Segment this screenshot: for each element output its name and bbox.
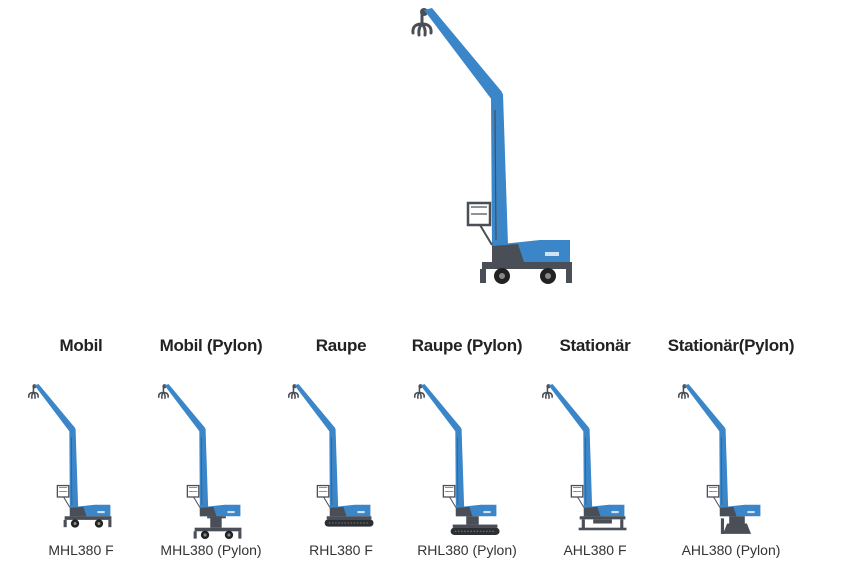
- variant-model: AHL380 (Pylon): [681, 542, 781, 558]
- variant-image: [666, 380, 796, 565]
- variant-title: Stationär(Pylon): [667, 336, 795, 355]
- hero-machine-image: [400, 0, 580, 300]
- variant-image: [16, 380, 146, 565]
- variant-model: MHL380 (Pylon): [160, 542, 262, 558]
- variant-stationaer[interactable]: Stationär AHL380 F: [530, 330, 660, 565]
- stationary-material-handler-icon: [541, 384, 627, 531]
- variant-model: RHL380 F: [309, 542, 373, 558]
- variant-mobil[interactable]: Mobil MHL380 F: [16, 330, 146, 565]
- crawler-material-handler-icon: [287, 384, 374, 527]
- variant-stationaer-pylon[interactable]: Stationär(Pylon) AHL380 (Pylon): [666, 330, 796, 565]
- variant-image: [402, 380, 532, 565]
- mobile-material-handler-icon: [27, 384, 112, 528]
- variant-image: [146, 380, 276, 565]
- variant-mobil-pylon[interactable]: Mobil (Pylon) MHL380 (Pylon): [146, 330, 276, 565]
- variant-title: Stationär: [559, 336, 631, 355]
- variant-title: Mobil (Pylon): [159, 336, 263, 355]
- variant-model: AHL380 F: [563, 542, 627, 558]
- variant-model: RHL380 (Pylon): [417, 542, 517, 558]
- variant-title: Raupe (Pylon): [411, 336, 523, 355]
- variant-raupe[interactable]: Raupe RHL380 F: [276, 330, 406, 565]
- crawler-pylon-material-handler-icon: [413, 384, 500, 535]
- stationary-pylon-material-handler-icon: [677, 384, 761, 534]
- variant-title: Mobil: [59, 336, 103, 355]
- variant-image: [530, 380, 660, 565]
- mobile-pylon-material-handler-icon: [157, 384, 242, 540]
- variant-title: Raupe: [315, 336, 367, 355]
- variant-raupe-pylon[interactable]: Raupe (Pylon) RHL380 (Pylon): [402, 330, 532, 565]
- variant-image: [276, 380, 406, 565]
- variant-model: MHL380 F: [48, 542, 114, 558]
- material-handler-icon: [411, 8, 572, 284]
